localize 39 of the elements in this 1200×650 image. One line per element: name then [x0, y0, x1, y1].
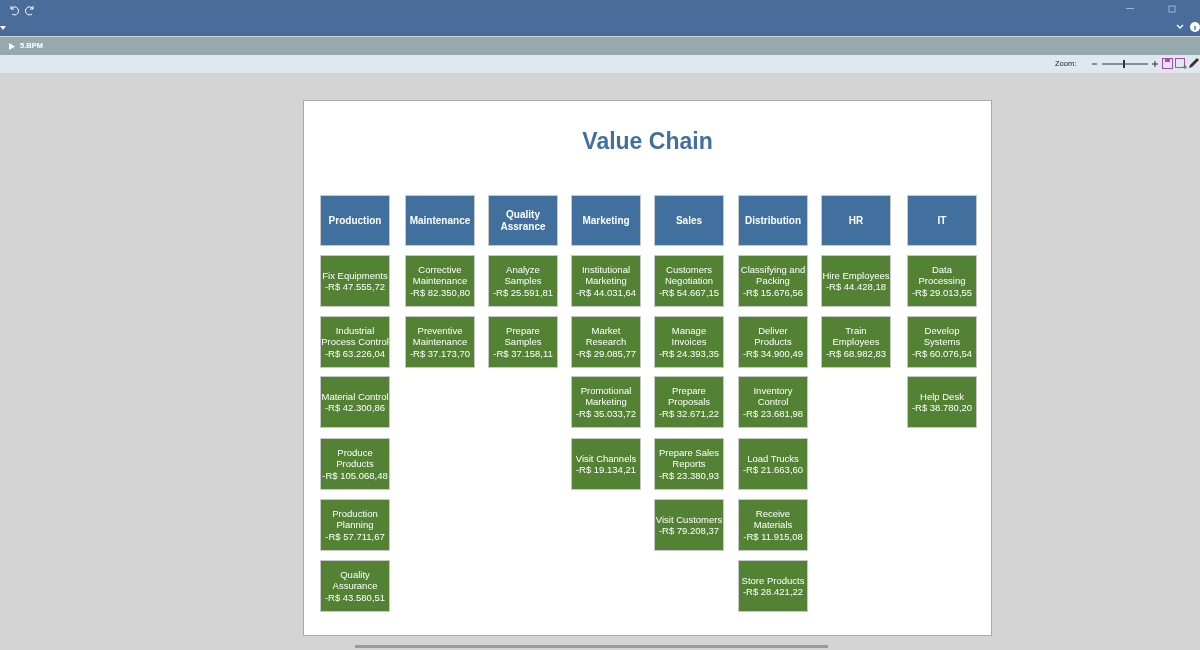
activity-box: Visit Customers -R$ 79.208,37 [654, 499, 724, 551]
category-header: Maintenance [405, 195, 475, 246]
category-header: IT [907, 195, 977, 246]
activity-box: Corrective Maintenance -R$ 82.350,80 [405, 255, 475, 307]
activity-box: Develop Systems -R$ 60.076,54 [907, 316, 977, 368]
activity-box: Visit Channels -R$ 19.134,21 [571, 438, 641, 490]
activity-box: Data Processing -R$ 29.013,55 [907, 255, 977, 307]
activity-box: Customers Negotiation -R$ 54.667,15 [654, 255, 724, 307]
diagram-title: Value Chain [581, 128, 714, 155]
activity-box: Inventory Control -R$ 23.681,98 [738, 376, 808, 428]
activity-box: Analyze Samples -R$ 25.591,81 [488, 255, 558, 307]
activity-box: Store Products -R$ 28.421,22 [738, 560, 808, 612]
activity-box: Market Research -R$ 29.085,77 [571, 316, 641, 368]
activity-box: Prepare Samples -R$ 37.158,11 [488, 316, 558, 368]
category-header: HR [821, 195, 891, 246]
activity-box: Promotional Marketing -R$ 35.033,72 [571, 376, 641, 428]
category-header: Sales [654, 195, 724, 246]
category-header: Quality Assrance [488, 195, 558, 246]
activity-box: Prepare Sales Reports -R$ 23.380,93 [654, 438, 724, 490]
activity-box: Fix Equipments -R$ 47.555,72 [320, 255, 390, 307]
activity-box: Industrial Process Control -R$ 63.226,04 [320, 316, 390, 368]
activity-box: Train Employees -R$ 68.982,83 [821, 316, 891, 368]
activity-box: Preventive Maintenance -R$ 37.173,70 [405, 316, 475, 368]
activity-box: Receive Materials -R$ 11.915,08 [738, 499, 808, 551]
activity-box: Help Desk -R$ 38.780,20 [907, 376, 977, 428]
activity-box: Manage Invoices -R$ 24.393,35 [654, 316, 724, 368]
activity-box: Deliver Products -R$ 34.900,49 [738, 316, 808, 368]
category-header: Distribution [738, 195, 808, 246]
activity-box: Load Trucks -R$ 21.663,60 [738, 438, 808, 490]
category-header: Production [320, 195, 390, 246]
activity-box: Quality Assurance -R$ 43.580,51 [320, 560, 390, 612]
activity-box: Classifying and Packing -R$ 15.676,56 [738, 255, 808, 307]
activity-box: Produce Products -R$ 105.068,48 [320, 438, 390, 490]
activity-box: Material Control -R$ 42.300,86 [320, 376, 390, 428]
activity-box: Production Planning -R$ 57.711,67 [320, 499, 390, 551]
activity-box: Hire Employees -R$ 44.428,18 [821, 255, 891, 307]
activity-box: Prepare Proposals -R$ 32.671,22 [654, 376, 724, 428]
category-header: Marketing [571, 195, 641, 246]
activity-box: Institutional Marketing -R$ 44.031,64 [571, 255, 641, 307]
